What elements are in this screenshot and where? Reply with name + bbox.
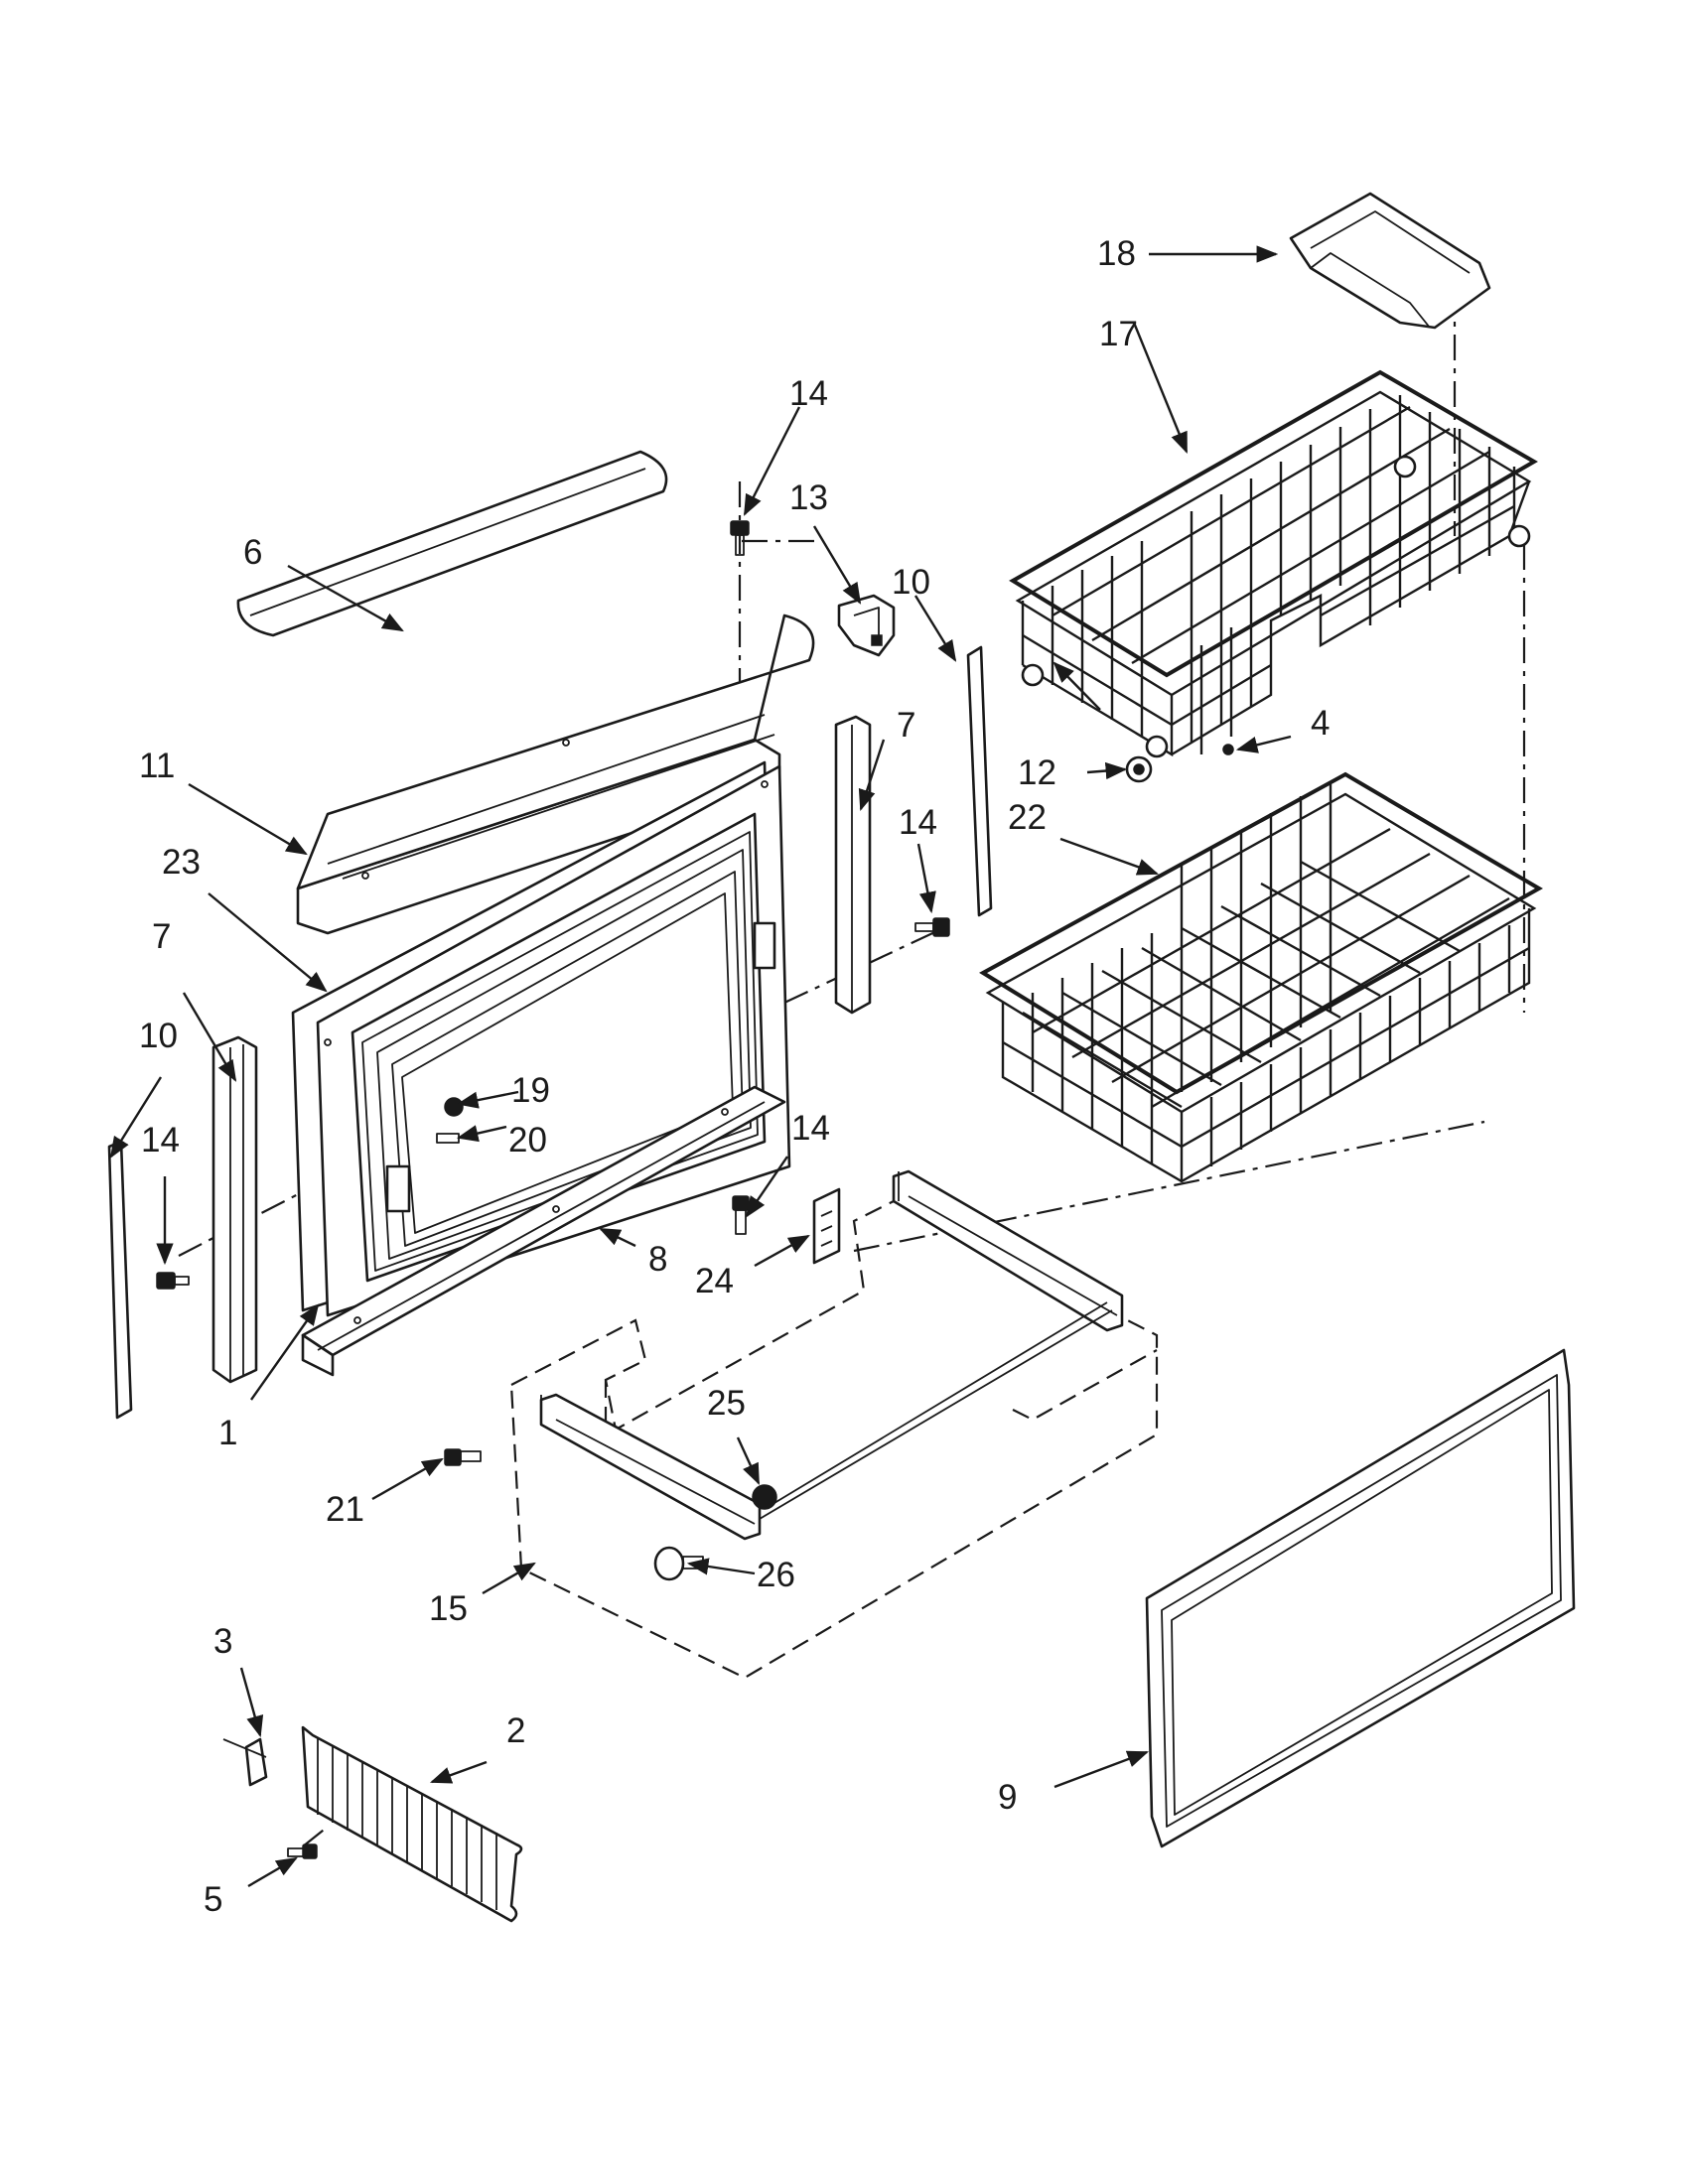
callout-26: 26 xyxy=(757,1556,795,1594)
callout-3: 3 xyxy=(213,1622,232,1661)
callout-25: 25 xyxy=(707,1384,746,1423)
part-17-upper-wire-basket xyxy=(1009,369,1538,758)
part-22-lower-wire-basket xyxy=(979,771,1544,1183)
callout-18: 18 xyxy=(1097,234,1136,273)
part-7-left-side-rail xyxy=(211,1035,258,1384)
callout-10-left: 10 xyxy=(139,1017,178,1055)
part-18-bin xyxy=(1289,192,1491,330)
callout-6: 6 xyxy=(243,533,262,572)
part-13-clip xyxy=(837,594,896,657)
screw-19 xyxy=(444,1097,464,1117)
part-7-right-side-rail xyxy=(834,715,872,1015)
part-3-bracket xyxy=(222,1737,268,1787)
part-9-gasket xyxy=(1145,1348,1576,1848)
callout-9: 9 xyxy=(998,1778,1017,1817)
callout-13: 13 xyxy=(789,478,828,517)
screw-21 xyxy=(444,1448,482,1466)
part-4-clip xyxy=(1222,744,1234,755)
callout-2: 2 xyxy=(506,1711,525,1750)
callout-4: 4 xyxy=(1311,704,1330,743)
screw-14-top xyxy=(730,520,750,556)
callout-1: 1 xyxy=(218,1414,237,1452)
part-6-top-trim xyxy=(236,450,668,637)
callout-14-mid: 14 xyxy=(899,803,937,842)
part-11-top-channel xyxy=(296,614,815,935)
callout-10-right: 10 xyxy=(892,563,930,602)
part-10-right-strip xyxy=(966,645,993,917)
callout-21: 21 xyxy=(326,1490,364,1529)
callout-7-right: 7 xyxy=(897,706,915,745)
callout-14-top: 14 xyxy=(789,374,828,413)
part-8-bottom-channel xyxy=(301,1085,786,1377)
callout-19: 19 xyxy=(511,1071,550,1110)
callout-14-left: 14 xyxy=(141,1121,180,1160)
screw-14-left xyxy=(156,1272,190,1290)
callout-12: 12 xyxy=(1018,753,1056,792)
callout-14-bottom: 14 xyxy=(791,1109,830,1148)
callout-20: 20 xyxy=(508,1121,547,1160)
part-24-bracket xyxy=(812,1187,841,1265)
screw-5 xyxy=(287,1843,318,1859)
part-12-roller xyxy=(1125,755,1153,783)
callout-labels: 18 17 14 13 10 6 11 23 7 14 7 10 14 19 2… xyxy=(139,234,1330,1919)
callout-15: 15 xyxy=(429,1589,468,1628)
callout-7-left: 7 xyxy=(152,917,171,956)
callout-17: 17 xyxy=(1099,315,1138,353)
screw-14-bottom xyxy=(732,1195,750,1235)
callout-11: 11 xyxy=(139,747,175,785)
callout-24: 24 xyxy=(695,1262,734,1300)
callout-23: 23 xyxy=(162,843,201,882)
part-2-grille xyxy=(301,1725,523,1923)
callout-5: 5 xyxy=(204,1880,222,1919)
leader-arrows xyxy=(109,245,1292,1888)
callout-8: 8 xyxy=(648,1240,667,1279)
callout-22: 22 xyxy=(1008,798,1047,837)
part-10-left-strip xyxy=(107,1140,133,1420)
screw-14-mid xyxy=(914,917,950,937)
